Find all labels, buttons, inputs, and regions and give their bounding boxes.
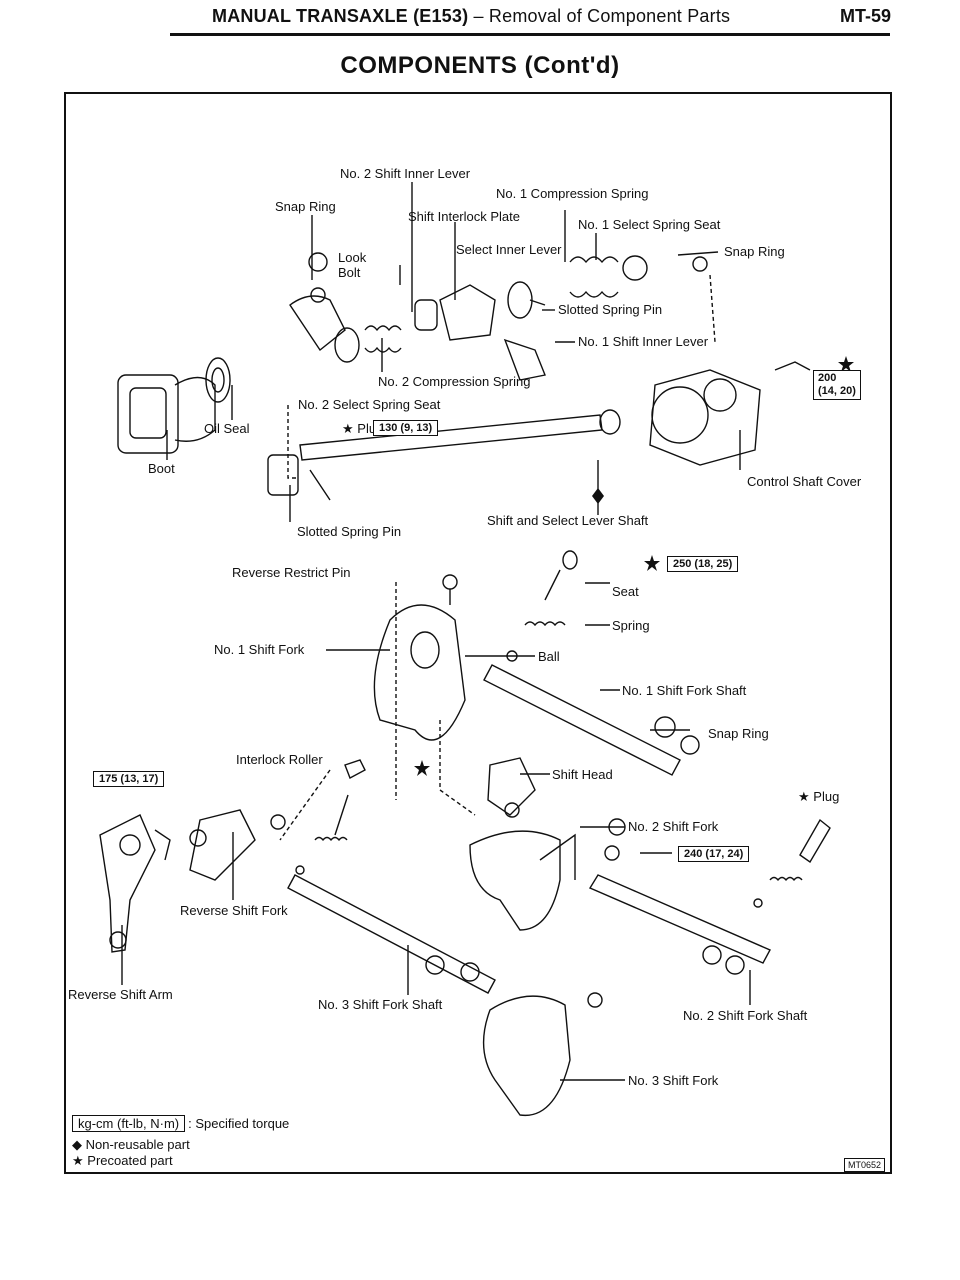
header-rule [170, 33, 890, 36]
legend-torque: kg-cm (ft-lb, N·m): Specified torque [72, 1115, 290, 1132]
diamond-icon: ◆ [72, 1137, 82, 1152]
label-shift-interlock-plate: Shift Interlock Plate [408, 209, 520, 224]
label-ball: Ball [538, 649, 560, 664]
label-select-inner-lever: Select Inner Lever [456, 242, 562, 257]
label-boot: Boot [148, 461, 175, 476]
page-number: MT-59 [840, 6, 892, 26]
label-oil-seal: Oil Seal [204, 421, 250, 436]
torque-200: 200 (14, 20) [813, 370, 861, 400]
label-no2-shift-fork: No. 2 Shift Fork [628, 819, 719, 834]
label-no1-shift-fork: No. 1 Shift Fork [214, 642, 305, 657]
section-title: COMPONENTS (Cont'd) [340, 52, 620, 79]
label-slotted-spring-pin-mid: Slotted Spring Pin [297, 524, 402, 539]
label-reverse-restrict-pin: Reverse Restrict Pin [232, 565, 351, 580]
legend-nonreusable: ◆ Non-reusable part [72, 1137, 190, 1153]
label-snap-ring-top: Snap Ring [275, 199, 336, 214]
star-icon: ★ [72, 1153, 84, 1168]
label-no1-select-spring-seat: No. 1 Select Spring Seat [578, 217, 721, 232]
header-title-sub: – Removal of Component Parts [473, 6, 731, 26]
legend-torque-box: kg-cm (ft-lb, N·m) [72, 1115, 186, 1132]
label-plug-right: ★ Plug [798, 789, 840, 804]
label-no2-select-spring-seat: No. 2 Select Spring Seat [298, 397, 441, 412]
header-title-main: MANUAL TRANSAXLE (E153) [212, 6, 469, 26]
legend-precoated-text: Precoated part [87, 1153, 173, 1168]
label-control-shaft-cover: Control Shaft Cover [747, 474, 862, 489]
label-no3-shift-fork: No. 3 Shift Fork [628, 1073, 719, 1088]
label-no1-compression-spring: No. 1 Compression Spring [496, 186, 649, 201]
label-no2-compression-spring: No. 2 Compression Spring [378, 374, 531, 389]
header-title: MANUAL TRANSAXLE (E153) – Removal of Com… [212, 6, 730, 27]
label-reverse-shift-fork: Reverse Shift Fork [180, 903, 288, 918]
label-no2-shift-fork-shaft: No. 2 Shift Fork Shaft [683, 1008, 808, 1023]
torque-175: 175 (13, 17) [93, 771, 165, 787]
label-reverse-shift-arm: Reverse Shift Arm [68, 987, 173, 1002]
legend-torque-text: : Specified torque [188, 1116, 290, 1131]
legend-precoated: ★ Precoated part [72, 1153, 173, 1169]
label-plug-right-text: Plug [813, 789, 840, 804]
label-no1-shift-inner-lever: No. 1 Shift Inner Lever [578, 334, 709, 349]
label-slotted-spring-pin-top: Slotted Spring Pin [558, 302, 663, 317]
drawing-code: MT0652 [844, 1158, 886, 1172]
label-spring: Spring [612, 618, 650, 633]
label-look-bolt: Look Bolt [338, 250, 367, 280]
diagram-frame [64, 92, 892, 1174]
label-interlock-roller: Interlock Roller [236, 752, 323, 767]
label-snap-ring-mid: Snap Ring [708, 726, 769, 741]
label-seat: Seat [612, 584, 639, 599]
label-shift-head: Shift Head [552, 767, 613, 782]
label-snap-ring-right: Snap Ring [724, 244, 785, 259]
torque-240: 240 (17, 24) [678, 846, 750, 862]
label-no1-shift-fork-shaft: No. 1 Shift Fork Shaft [622, 683, 747, 698]
torque-250: 250 (18, 25) [667, 556, 739, 572]
label-no3-shift-fork-shaft: No. 3 Shift Fork Shaft [318, 997, 443, 1012]
label-shift-select-lever-shaft: Shift and Select Lever Shaft [487, 513, 649, 528]
torque-130: 130 (9, 13) [373, 420, 439, 436]
legend-nonreusable-text: Non-reusable part [85, 1137, 190, 1152]
label-no2-shift-inner-lever: No. 2 Shift Inner Lever [340, 166, 471, 181]
